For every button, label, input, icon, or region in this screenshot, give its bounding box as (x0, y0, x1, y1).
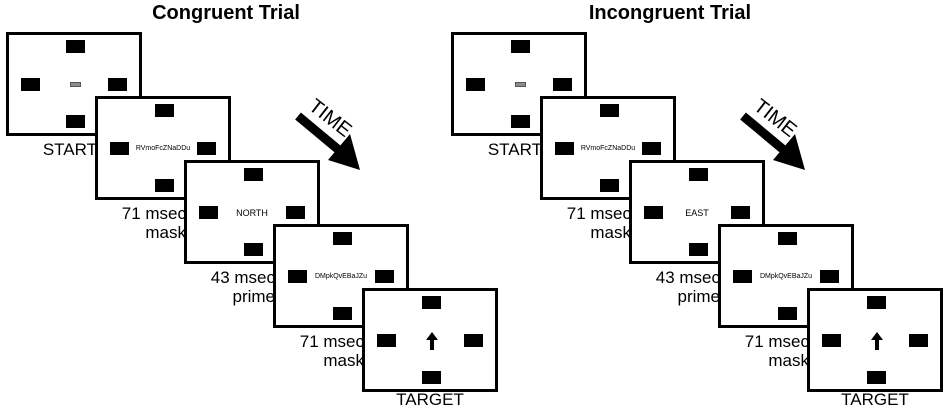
up-arrow-icon (871, 332, 883, 355)
prime-word: EAST (685, 208, 709, 218)
placeholder-box-top (778, 232, 797, 245)
mask-string: RVmoFcZNaDDu (135, 145, 191, 152)
mask-string: DMpkQvEBaJZu (759, 273, 813, 280)
placeholder-box-right (731, 206, 750, 219)
placeholder-box-left (733, 270, 752, 283)
frame-label-line: TARGET (396, 390, 464, 409)
placeholder-box-right (820, 270, 839, 283)
frame-target (362, 288, 498, 392)
time-arrow-icon (292, 110, 362, 177)
frame-label-line: 71 msec (121, 204, 186, 223)
placeholder-box-right (108, 78, 127, 91)
frame-label-line: 71 msec (299, 332, 364, 351)
placeholder-box-left (555, 142, 574, 155)
placeholder-box-bottom (600, 179, 619, 192)
placeholder-box-right (553, 78, 572, 91)
placeholder-box-top (422, 296, 441, 309)
frame-label: START (43, 140, 97, 159)
placeholder-box-top (333, 232, 352, 245)
frame-label-line: prime (677, 287, 720, 306)
frame-label-line: 71 msec (566, 204, 631, 223)
placeholder-box-left (110, 142, 129, 155)
frame-label-line: mask (590, 223, 631, 242)
mask-string: DMpkQvEBaJZu (314, 273, 368, 280)
placeholder-box-top (155, 104, 174, 117)
panel-title: Congruent Trial (152, 2, 300, 24)
frame-label-line: 43 msec (210, 268, 275, 287)
placeholder-box-right (286, 206, 305, 219)
placeholder-box-bottom (778, 307, 797, 320)
placeholder-box-bottom (689, 243, 708, 256)
placeholder-box-bottom (511, 115, 530, 128)
time-arrow-icon (737, 110, 807, 177)
placeholder-box-top (600, 104, 619, 117)
placeholder-box-left (377, 334, 396, 347)
frame-label-line: 71 msec (744, 332, 809, 351)
placeholder-box-bottom (244, 243, 263, 256)
frame-label-line: mask (768, 351, 809, 370)
placeholder-box-right (909, 334, 928, 347)
up-arrow-icon (426, 332, 438, 355)
frame-label-line: prime (232, 287, 275, 306)
placeholder-box-left (822, 334, 841, 347)
placeholder-box-left (466, 78, 485, 91)
panel-title: Incongruent Trial (588, 2, 752, 24)
placeholder-box-top (689, 168, 708, 181)
placeholder-box-right (197, 142, 216, 155)
fixation-point (70, 82, 81, 87)
frame-mask: DMpkQvEBaJZu (718, 224, 854, 328)
prime-word: NORTH (236, 208, 268, 218)
placeholder-box-left (644, 206, 663, 219)
frame-label-line: mask (145, 223, 186, 242)
frame-label-line: START (42, 140, 97, 159)
placeholder-box-bottom (66, 115, 85, 128)
placeholder-box-right (375, 270, 394, 283)
placeholder-box-bottom (422, 371, 441, 384)
placeholder-box-top (867, 296, 886, 309)
frame-label-line: 43 msec (655, 268, 720, 287)
placeholder-box-left (21, 78, 40, 91)
placeholder-box-top (66, 40, 85, 53)
frame-label-line: mask (323, 351, 364, 370)
frame-label-line: START (487, 140, 542, 159)
mask-string: RVmoFcZNaDDu (580, 145, 636, 152)
fixation-point (515, 82, 526, 87)
frame-word: EAST (629, 160, 765, 264)
frame-label: TARGET (396, 390, 464, 409)
placeholder-box-top (244, 168, 263, 181)
frame-fixation (6, 32, 142, 136)
placeholder-box-bottom (155, 179, 174, 192)
placeholder-box-top (511, 40, 530, 53)
placeholder-box-left (288, 270, 307, 283)
frame-label-line: TARGET (841, 390, 909, 409)
frame-label: START (488, 140, 542, 159)
placeholder-box-bottom (867, 371, 886, 384)
placeholder-box-right (464, 334, 483, 347)
placeholder-box-bottom (333, 307, 352, 320)
frame-label: TARGET (841, 390, 909, 409)
placeholder-box-left (199, 206, 218, 219)
frame-target (807, 288, 943, 392)
placeholder-box-right (642, 142, 661, 155)
